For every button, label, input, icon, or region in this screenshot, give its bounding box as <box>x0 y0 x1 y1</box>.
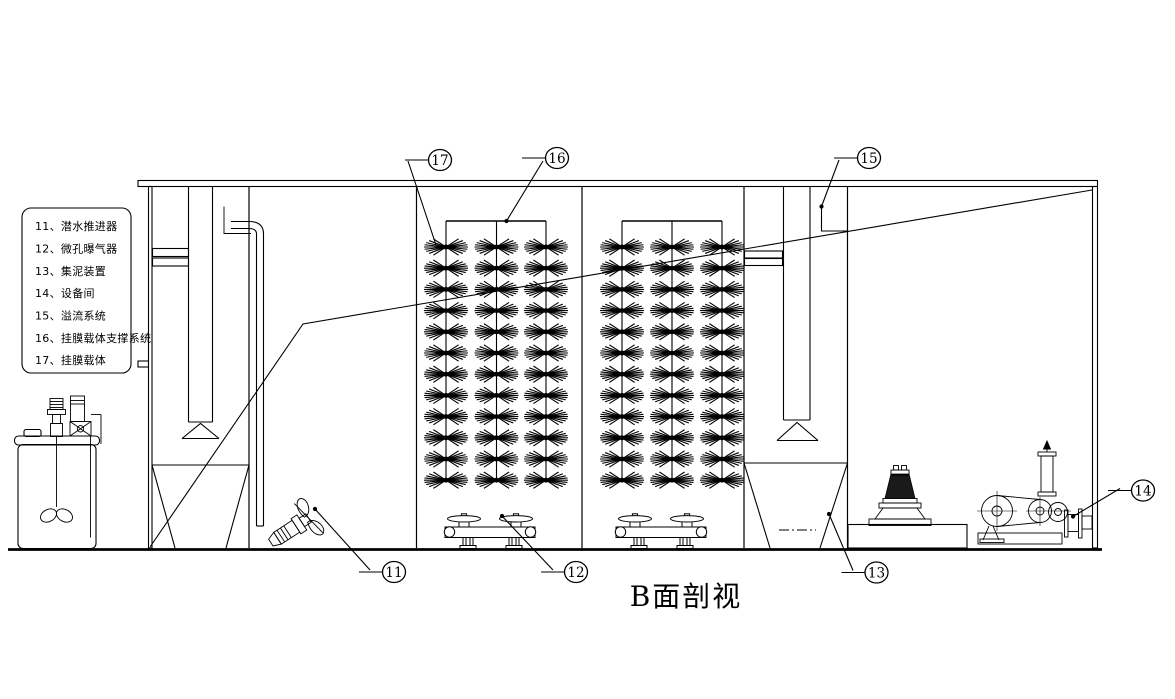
pump-plinth <box>847 523 968 549</box>
wall-pipe-stub <box>137 360 150 368</box>
mixer <box>40 398 73 523</box>
biofilm-carrier-modules <box>423 220 745 489</box>
tank-right-wall <box>1091 185 1099 549</box>
tank-partitions <box>248 186 849 548</box>
callout-balloon-12: 12 <box>499 513 589 584</box>
legend-box <box>21 207 132 374</box>
riser-pipe <box>223 206 265 527</box>
section-reference-line <box>149 189 1093 548</box>
submersible-pump <box>868 465 932 526</box>
dosing-tank-cap <box>23 428 42 438</box>
legend: 11、潜水推进器 12、微孔曝气器 13、集泥装置 14、设备间 15、溢流系统 16、挂… <box>21 207 151 374</box>
callout-number: 12 <box>567 565 584 581</box>
carrier-support-module <box>599 220 745 489</box>
callout-number: 16 <box>548 151 565 167</box>
legend-item: 12、微孔曝气器 <box>35 242 117 256</box>
main-tank-structure <box>8 179 1102 551</box>
right-weir-slot <box>743 250 784 259</box>
tank-top-walkway <box>137 179 1099 188</box>
left-inlet-duct <box>181 186 220 440</box>
right-weir-slot <box>743 257 784 267</box>
disc-aerator-assembly <box>614 513 708 549</box>
legend-item: 15、溢流系统 <box>35 309 106 323</box>
disc-aerator-assembly <box>443 513 537 549</box>
overflow-weir-detail <box>820 207 847 232</box>
callout-balloon-14: 14 <box>1070 479 1156 519</box>
legend-item: 13、集泥装置 <box>35 264 106 278</box>
callout-balloons: 11 12 13 14 15 16 17 <box>312 146 1156 584</box>
right-duct <box>776 186 819 442</box>
equipment-room <box>847 439 1093 549</box>
roots-blower <box>977 439 1093 545</box>
left-weir-slot <box>151 247 190 258</box>
callout-number: 15 <box>860 151 877 167</box>
callout-number: 13 <box>868 565 885 581</box>
right-sludge-hopper <box>743 462 849 549</box>
dosing-tank-body <box>17 443 97 550</box>
dosing-tank-lid <box>13 435 101 446</box>
callout-number: 11 <box>385 565 402 581</box>
chemical-dosing-station <box>13 395 102 550</box>
callout-number: 17 <box>431 153 448 169</box>
metering-pump <box>69 395 102 538</box>
carrier-support-module <box>423 220 569 489</box>
callout-balloon-11: 11 <box>312 506 407 584</box>
legend-items: 11、潜水推进器 12、微孔曝气器 13、集泥装置 14、设备间 15、溢流系统 16、挂… <box>35 219 151 367</box>
aerator-assemblies <box>443 513 708 549</box>
submersible-propeller <box>268 498 325 547</box>
left-weir-slot <box>151 257 190 267</box>
callout-balloon-15: 15 <box>819 146 882 209</box>
legend-item: 11、潜水推进器 <box>35 219 117 233</box>
callout-number: 14 <box>1134 483 1151 499</box>
left-sludge-hopper <box>151 464 250 549</box>
callout-balloon-13: 13 <box>826 511 889 584</box>
legend-item: 14、设备间 <box>35 286 95 300</box>
drawing-title: B面剖视 <box>630 580 743 613</box>
callout-balloon-17: 17 <box>405 148 453 246</box>
blower-silencer <box>1040 455 1054 493</box>
callout-balloon-16: 16 <box>504 146 570 224</box>
legend-item: 16、挂膜载体支撑系统 <box>35 331 151 345</box>
legend-item: 17、挂膜载体 <box>35 353 106 367</box>
